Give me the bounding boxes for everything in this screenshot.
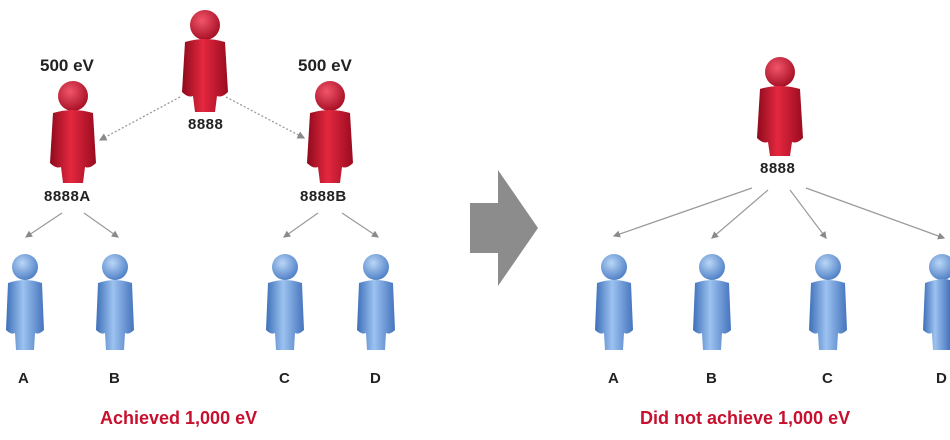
person-head [765, 57, 795, 87]
code-8888b: 8888B [300, 188, 347, 205]
person-body [96, 280, 134, 350]
person-body [182, 39, 228, 112]
person-head [315, 81, 345, 111]
label-left-a: A [18, 370, 29, 387]
right-connectors [612, 187, 946, 240]
person-head [363, 254, 389, 280]
person-head [929, 254, 950, 280]
label-left-d: D [370, 370, 381, 387]
right-arrow-icon [470, 170, 538, 286]
person-head [815, 254, 841, 280]
label-right-c: C [822, 370, 833, 387]
label-right-b: B [706, 370, 717, 387]
connector-right-to-b [711, 189, 769, 239]
person-body [357, 280, 395, 350]
person-head [58, 81, 88, 111]
person-head [102, 254, 128, 280]
person-body [809, 280, 847, 350]
label-left-c: C [279, 370, 290, 387]
person-right-a [595, 254, 633, 350]
connector-8888b-to-d [341, 212, 379, 238]
person-left-d [357, 254, 395, 350]
person-head [601, 254, 627, 280]
connector-top-to-8888b [225, 96, 306, 139]
connector-right-to-c [789, 189, 827, 239]
person-body [50, 110, 96, 183]
person-right-c [809, 254, 847, 350]
person-left-a [6, 254, 44, 350]
person-8888a [50, 81, 96, 183]
code-top-left: 8888 [188, 116, 224, 133]
caption-right: Did not achieve 1,000 eV [640, 408, 851, 428]
code-right-top: 8888 [760, 160, 796, 177]
person-right-8888 [757, 57, 803, 156]
connector-right-to-d [805, 187, 946, 240]
person-body [923, 279, 950, 350]
connector-top-to-8888a [98, 96, 181, 141]
ev-label-8888b: 500 eV [298, 56, 352, 75]
person-body [266, 280, 304, 350]
person-8888b [307, 81, 353, 183]
person-right-d [923, 254, 950, 350]
person-left-c [266, 254, 304, 350]
person-body [6, 280, 44, 350]
person-head [699, 254, 725, 280]
left-connectors [98, 96, 306, 141]
person-top-left-8888 [182, 10, 228, 112]
label-left-b: B [109, 370, 120, 387]
code-8888a: 8888A [44, 188, 91, 205]
person-body [307, 110, 353, 183]
label-right-d: D [936, 370, 947, 387]
left-downline-connectors [25, 212, 379, 238]
connector-right-to-a [612, 187, 753, 238]
person-right-b [693, 254, 731, 350]
person-head [12, 254, 38, 280]
person-head [190, 10, 220, 40]
person-left-b [96, 254, 134, 350]
caption-left: Achieved 1,000 eV [100, 408, 258, 428]
connector-8888a-to-b [83, 212, 119, 238]
connector-8888b-to-c [283, 212, 319, 238]
connector-8888a-to-a [25, 212, 63, 238]
person-head [272, 254, 298, 280]
person-body [595, 280, 633, 350]
label-right-a: A [608, 370, 619, 387]
person-body [693, 280, 731, 350]
ev-label-8888a: 500 eV [40, 56, 94, 75]
person-body [757, 86, 803, 156]
